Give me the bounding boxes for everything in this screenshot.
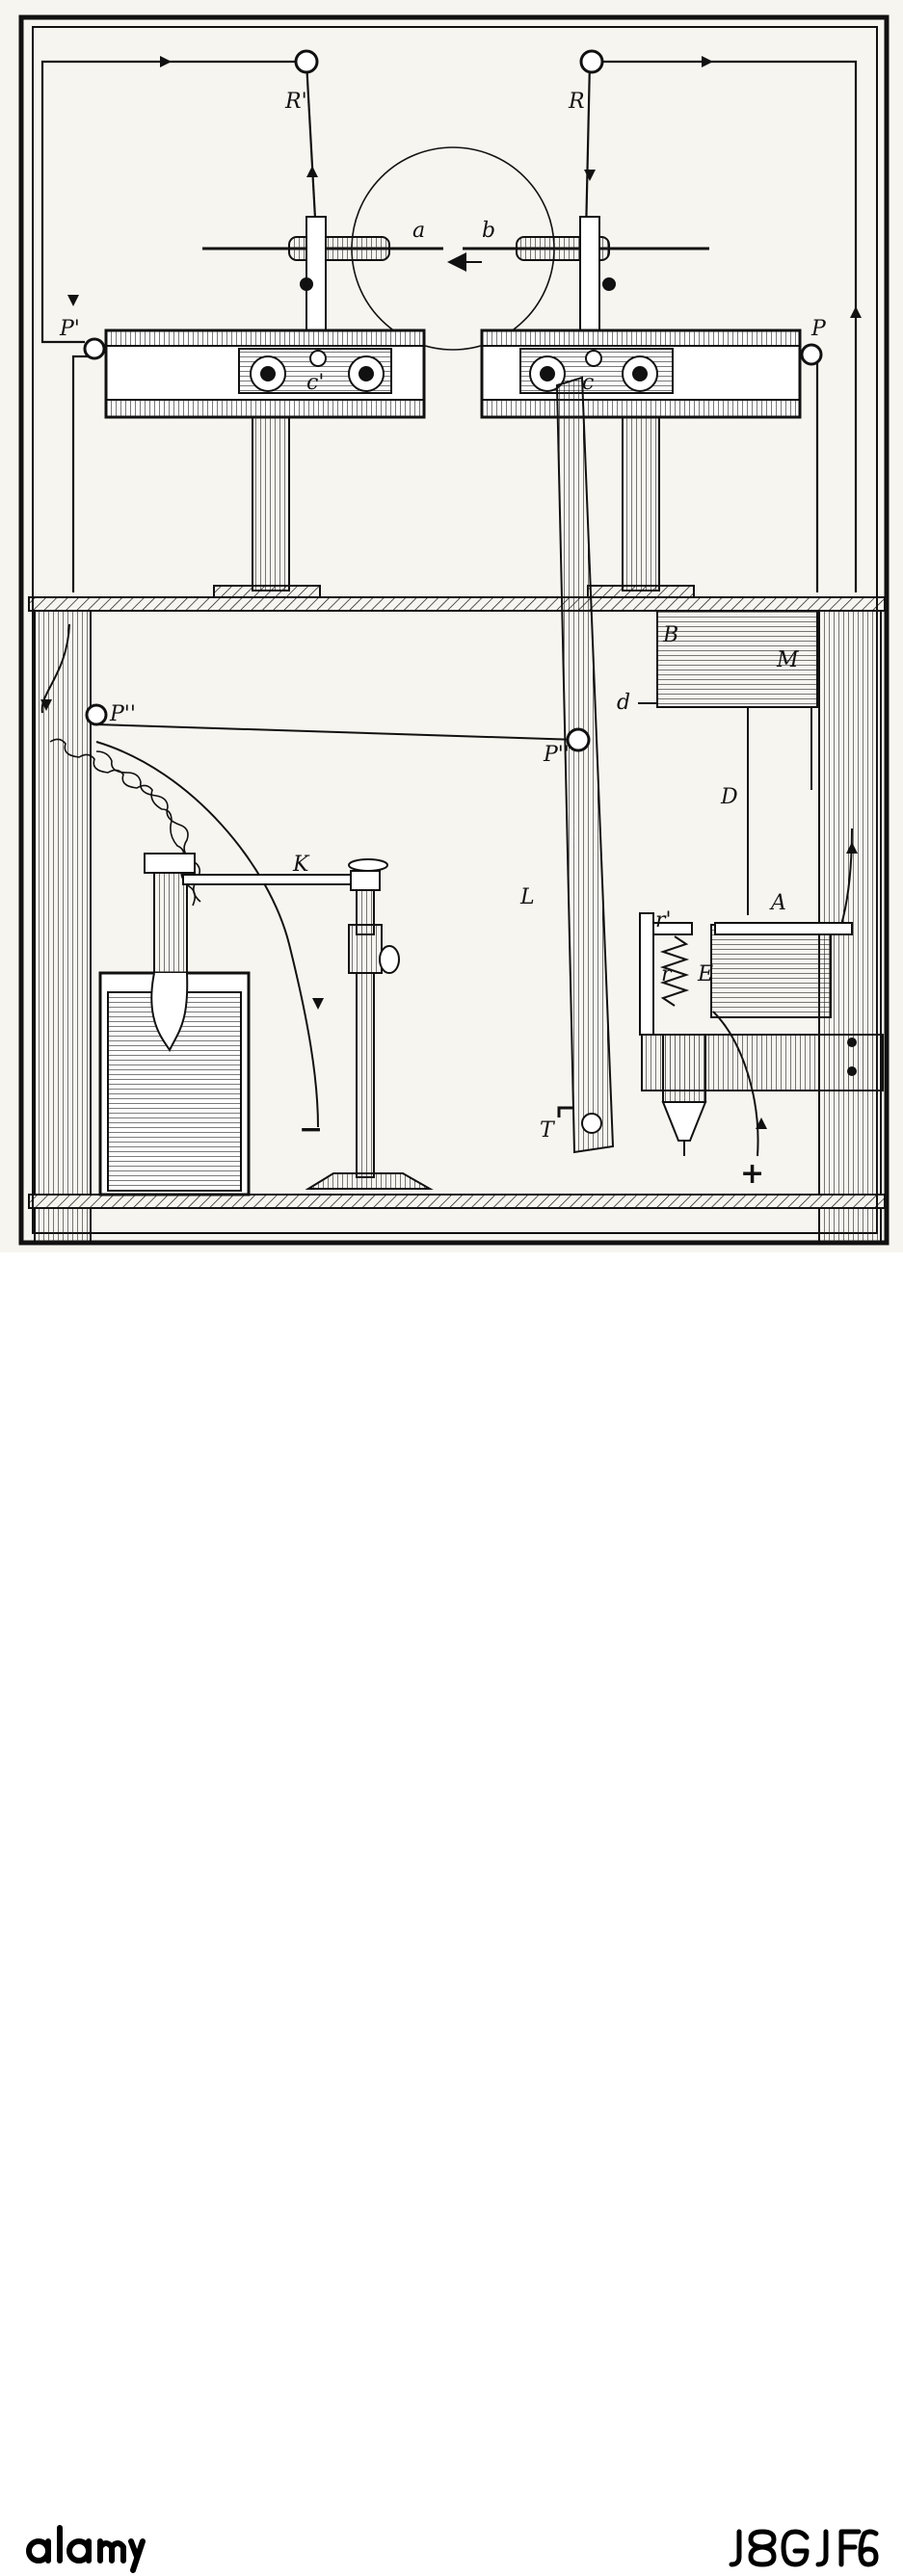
label-P-dprime-right: P'' [543, 743, 570, 767]
image-id-mark: J8GJF6 [729, 2529, 879, 2567]
label-D: D [720, 785, 738, 809]
middle-shelf [28, 596, 886, 612]
lever-L [555, 376, 615, 1154]
label-B: B [662, 623, 678, 647]
label-T: T [540, 1118, 556, 1143]
label-L: L [519, 885, 535, 909]
left-carbon-holder [202, 216, 443, 331]
label-minus: − [299, 1113, 323, 1146]
label-d: d [617, 691, 630, 715]
alamy-logo: alamy [26, 2525, 146, 2573]
label-M: M [776, 648, 799, 672]
stand-K [182, 858, 434, 1190]
engraving-plate: R' R a b P' P c' c B M d P'' P'' D K L r… [0, 0, 903, 1252]
label-A: A [769, 891, 786, 915]
box-BM [638, 610, 818, 708]
pulley-P-dprime-left [85, 703, 108, 726]
label-c-prime: c' [306, 371, 324, 395]
label-a: a [412, 219, 425, 243]
label-c: c [582, 371, 594, 395]
left-column [213, 416, 321, 598]
label-plus: + [740, 1157, 764, 1191]
upper-wire [40, 56, 862, 592]
pulley-P-dprime-right [566, 727, 591, 752]
left-carriage [104, 329, 426, 419]
right-column [587, 416, 695, 598]
left-post [34, 610, 92, 1244]
bottom-shelf [28, 1194, 886, 1209]
label-R-prime: R' [284, 90, 307, 114]
beaker [98, 853, 251, 1196]
electromagnet [639, 912, 884, 1156]
pulley-R-prime [294, 49, 319, 74]
pulley-P [800, 343, 823, 366]
label-P-dprime-left: P'' [109, 702, 136, 726]
right-carbon-holder [463, 216, 709, 331]
label-E: E [697, 962, 713, 986]
label-P-prime: P' [59, 317, 80, 341]
watermark-footer: alamy J8GJF6 [0, 1252, 903, 2573]
right-post [818, 610, 882, 1244]
arc-lamp-regulator-diagram: R' R a b P' P c' c B M d P'' P'' D K L r… [18, 14, 890, 1246]
pulley-R [579, 49, 604, 74]
label-r: r [661, 962, 673, 986]
lower-wire [40, 623, 858, 1157]
label-b: b [482, 219, 495, 243]
pulley-P-prime [83, 337, 106, 360]
label-R: R [568, 90, 585, 114]
label-P: P [810, 317, 827, 341]
label-K: K [292, 853, 310, 877]
label-r-prime: r' [655, 908, 672, 933]
right-carriage [480, 329, 802, 419]
